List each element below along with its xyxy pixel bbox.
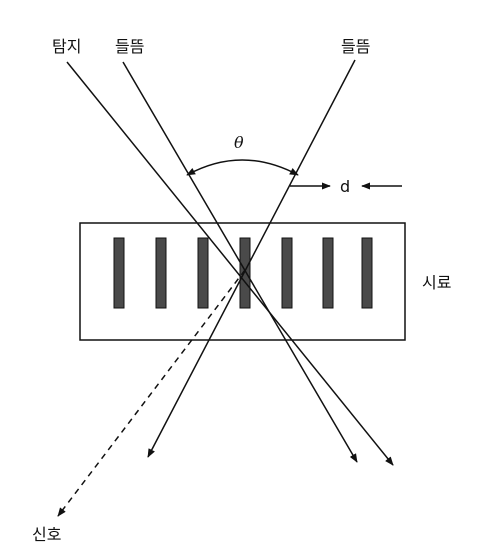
pump-beam-right [147,59,356,458]
spacing-label: d [340,177,350,196]
pump-label-left: 들뜸 [115,37,144,56]
sample-label: 시료 [422,273,451,292]
grating-fringe [155,237,167,309]
pump-label-right: 들뜸 [341,37,370,56]
grating-fringe [361,237,373,309]
pump-beam-left [122,61,358,463]
probe-beam [66,61,394,466]
angle-label: θ [234,133,244,152]
grating-fringe [197,237,209,309]
grating-fringe [281,237,293,309]
grating-fringe [113,237,125,309]
grating-fringes [113,237,373,309]
sample-box [79,222,406,341]
probe-label: 탐지 [52,37,81,56]
angle-arc [186,159,299,176]
signal-beam [57,269,246,517]
grating-fringe [239,237,251,309]
grating-fringe [322,237,334,309]
signal-label: 신호 [32,525,61,544]
